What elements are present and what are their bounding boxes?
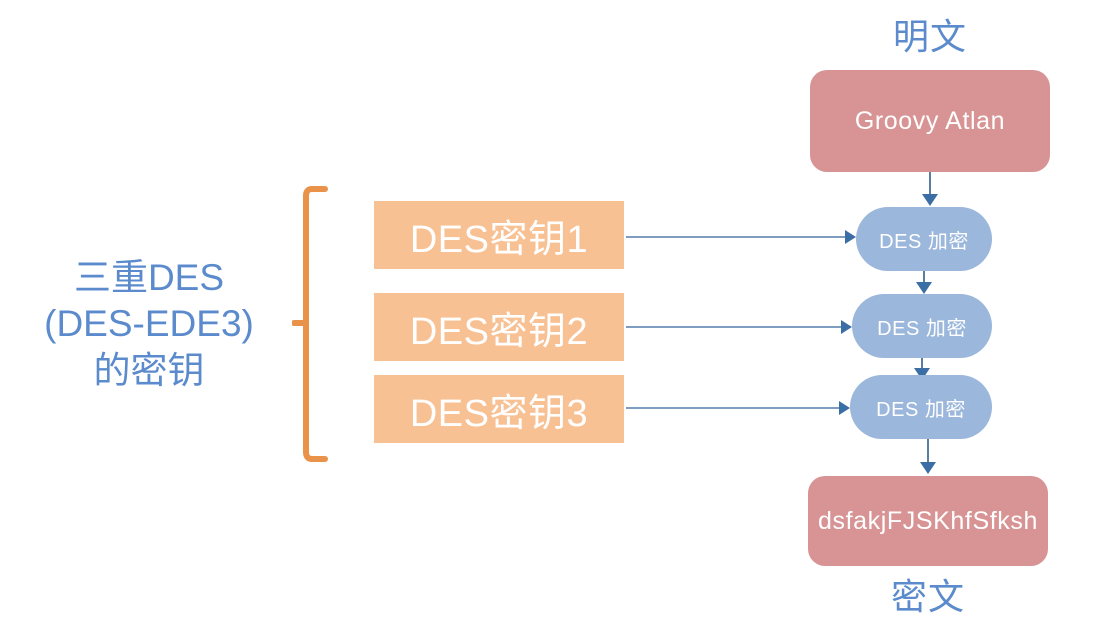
- key-group-brace: [292, 183, 332, 465]
- arrowhead-plaintext-to-stage-1: [922, 194, 938, 206]
- connector-stage-1-to-stage-2: [923, 271, 925, 284]
- key-group-title-line-3: 的密钥: [93, 349, 205, 391]
- arrowhead-stage-3-to-ciphertext: [920, 462, 936, 474]
- connector-key-2-to-stage-2: [626, 326, 844, 328]
- plaintext-caption: 明文: [892, 16, 967, 57]
- des-stage-2: DES 加密: [852, 294, 992, 358]
- key-box-1: DES密钥1: [374, 201, 624, 269]
- connector-plaintext-to-stage-1: [929, 172, 931, 196]
- ciphertext-caption: 密文: [890, 576, 965, 617]
- connector-stage-2-to-stage-3: [921, 358, 923, 370]
- arrowhead-key-1-to-stage-1: [845, 230, 856, 244]
- connector-key-3-to-stage-3: [626, 407, 842, 409]
- key-group-title-line-2: (DES-EDE3): [44, 303, 254, 345]
- key-group-brace-icon: [292, 186, 328, 462]
- key-box-2: DES密钥2: [374, 293, 624, 361]
- connector-key-1-to-stage-1: [626, 236, 848, 238]
- key-group-title-line-1: 三重DES: [73, 257, 225, 298]
- arrowhead-key-2-to-stage-2: [841, 320, 852, 334]
- des-stage-1: DES 加密: [856, 207, 992, 271]
- ciphertext-box: dsfakjFJSKhfSfksh: [808, 476, 1048, 566]
- plaintext-box: Groovy Atlan: [810, 70, 1050, 172]
- arrowhead-key-3-to-stage-3: [839, 401, 850, 415]
- des-stage-3: DES 加密: [850, 375, 992, 439]
- key-box-3: DES密钥3: [374, 375, 624, 443]
- arrowhead-stage-1-to-stage-2: [916, 282, 932, 294]
- connector-stage-3-to-ciphertext: [927, 439, 929, 467]
- key-group-title: 三重DES (DES-EDE3) 的密钥: [18, 255, 280, 394]
